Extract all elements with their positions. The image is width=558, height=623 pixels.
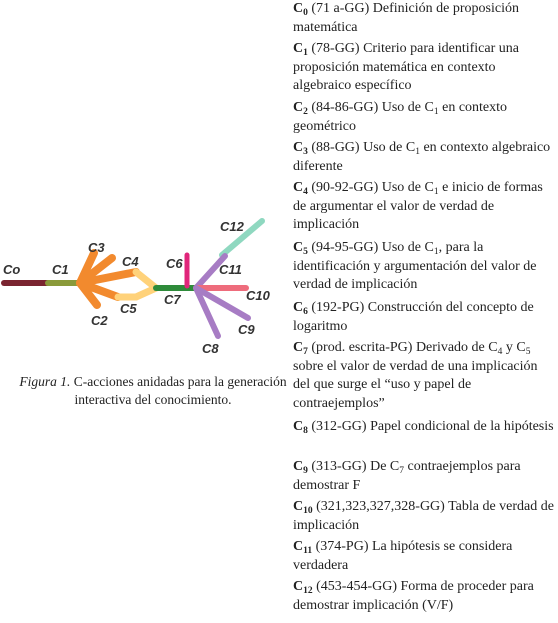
edge-c4 [76,268,140,287]
node-label-co: Co [3,262,20,277]
node-label-c10: C10 [246,288,271,303]
node-label-c4: C4 [122,254,139,269]
edge-c12 [219,218,265,258]
node-label-c8: C8 [202,341,219,356]
legend-code: C0 [293,1,308,18]
legend-entry: C5 (94-95-GG) Uso de C1, para la identif… [293,240,537,292]
legend-entry: C1 (78-GG) Criterio para identificar una… [293,41,519,93]
figure-label: Figura 1. [19,374,71,389]
node-label-c9: C9 [238,322,255,337]
edge-c9 [193,285,251,321]
figure-caption-text: C-acciones anidadas para la generación i… [70,374,287,407]
legend-entry: C8 (312-GG) Papel condicional de la hipó… [293,419,554,436]
node-label-c1: C1 [52,262,69,277]
legend-code: C6 [293,300,308,317]
legend-code: C4 [293,180,308,197]
edge-c11 [193,253,228,291]
node-label-c11: C11 [219,262,242,277]
figure-caption: Figura 1. C-acciones anidadas para la ge… [18,373,288,409]
legend-entry: C6 (192-PG) Construcción del concepto de… [293,300,534,334]
node-label-c2: C2 [91,313,108,328]
legend-entry: C4 (90-92-GG) Uso de C1 e inicio de form… [293,180,543,232]
legend-entry: C12 (453-454-GG) Forma de proceder para … [293,579,534,613]
legend-entry: C10 (321,323,327,328-GG) Tabla de verdad… [293,499,554,533]
legend-code: C10 [293,499,313,516]
edge-c5-c7 [132,284,160,301]
node-label-c3: C3 [88,240,105,255]
legend-entry: C11 (374-PG) La hipótesis se considera v… [293,539,513,573]
legend-code: C12 [293,579,313,596]
legend-entry: C3 (88-GG) Uso de C1 en contexto algebra… [293,140,551,174]
legend-code: C3 [293,140,308,157]
legend-code: C9 [293,459,308,476]
node-label-c12: C12 [220,219,245,234]
edge-c4-c7 [132,268,160,292]
legend-code: C7 [293,340,308,357]
legend-code: C5 [293,240,308,257]
legend-code: C1 [293,41,308,58]
node-label-c7: C7 [164,292,181,307]
node-label-c5: C5 [120,301,137,316]
legend-code: C8 [293,419,308,436]
legend-entry: C7 (prod. escrita-PG) Derivado de C4 y C… [293,340,538,411]
legend-entry: C2 (84-86-GG) Uso de C1 en contexto geom… [293,100,508,134]
legend-entry: C9 (313-GG) De C7 contraejemplos para de… [293,459,521,493]
c-actions-diagram: Co C1 C2 C3 C4 C5 C6 C7 C8 C9 C10 C11 C1… [1,218,271,356]
node-label-c6: C6 [166,256,183,271]
legend-entry: C0 (71 a-GG) Definición de proposición m… [293,1,519,35]
legend-code: C11 [293,539,313,556]
edge-c8 [193,285,221,339]
legend-code: C2 [293,100,308,117]
